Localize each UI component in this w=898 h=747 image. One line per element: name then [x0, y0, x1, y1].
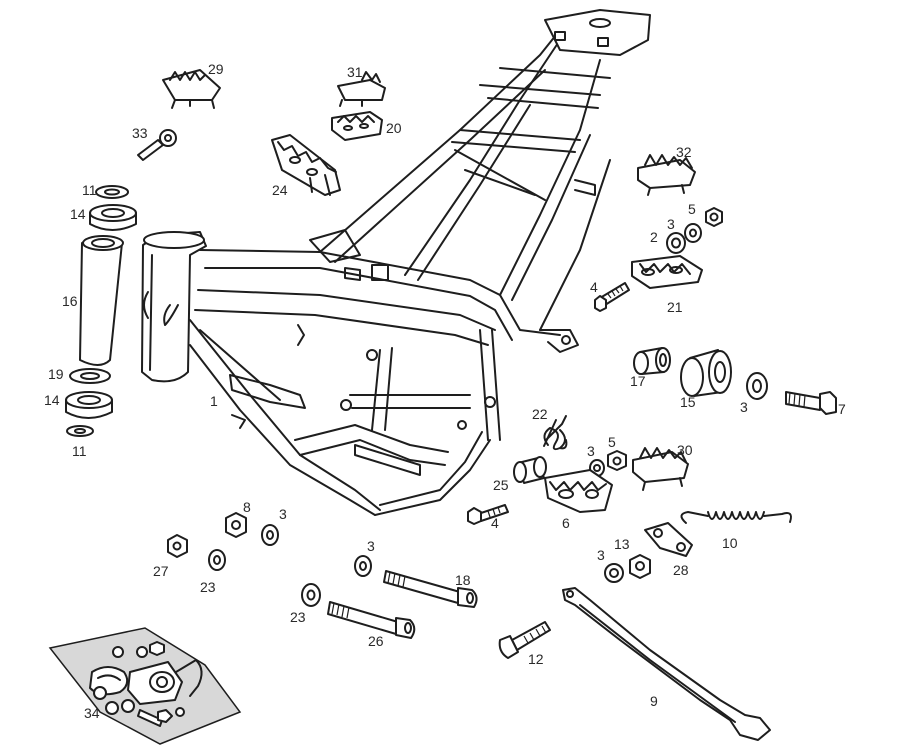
callout-26: 26	[368, 633, 384, 649]
part-22-spring	[543, 415, 568, 451]
part-4-bolt-upper	[594, 282, 630, 312]
callout-20: 20	[386, 120, 402, 136]
callout-3-center: 3	[367, 538, 375, 554]
part-10-spring	[680, 511, 792, 524]
part-33-key	[137, 129, 177, 161]
part-7-pivot-bolt	[785, 391, 837, 415]
part-4-bolt-lower	[467, 504, 509, 525]
part-19-washer	[69, 368, 111, 384]
callout-6: 6	[562, 515, 570, 531]
part-32-footpeg-pad	[637, 154, 696, 196]
part-14-top-bearing	[89, 204, 137, 231]
part-23-washer-a	[208, 549, 226, 571]
part-3-washer-pivot	[746, 372, 768, 400]
callout-30: 30	[677, 442, 693, 458]
callout-2: 2	[650, 229, 658, 245]
callout-12: 12	[528, 651, 544, 667]
part-34-hardware-kit	[48, 627, 242, 745]
part-21-footpeg-right	[631, 255, 703, 289]
callout-21: 21	[667, 299, 683, 315]
main-frame	[141, 9, 651, 516]
callout-13: 13	[614, 536, 630, 552]
callout-3-lower-right: 3	[597, 547, 605, 563]
callout-23-b: 23	[290, 609, 306, 625]
callout-32: 32	[676, 144, 692, 160]
callout-9: 9	[650, 693, 658, 709]
callout-4-lower: 4	[491, 515, 499, 531]
callout-1: 1	[210, 393, 218, 409]
callout-10: 10	[722, 535, 738, 551]
part-6-footpeg-left	[544, 469, 613, 513]
part-11-bottom-washer	[66, 425, 94, 437]
callout-4-upper: 4	[590, 279, 598, 295]
part-2-washer-right	[666, 232, 686, 254]
callout-18: 18	[455, 572, 471, 588]
callout-8: 8	[243, 499, 251, 515]
part-20-footpeg	[331, 111, 383, 141]
part-27-nut	[167, 534, 188, 558]
part-16-sleeve	[79, 235, 124, 366]
part-8-nut	[225, 512, 247, 538]
callout-27: 27	[153, 563, 169, 579]
part-13-nut	[629, 554, 651, 579]
callout-15: 15	[680, 394, 696, 410]
part-28-bracket	[644, 522, 693, 557]
part-30-footpeg-pad	[632, 447, 689, 491]
callout-17: 17	[630, 373, 646, 389]
callout-19: 19	[48, 366, 64, 382]
callout-31: 31	[347, 64, 363, 80]
part-3-washer-center	[354, 555, 372, 577]
part-9-kickstand	[562, 587, 771, 741]
callout-5-mid: 5	[608, 434, 616, 450]
part-25-spacer	[513, 456, 547, 484]
part-23-washer-b	[301, 583, 321, 607]
callout-22: 22	[532, 406, 548, 422]
callout-34: 34	[84, 705, 100, 721]
part-24-footpeg	[271, 134, 341, 196]
callout-25: 25	[493, 477, 509, 493]
part-26-bolt	[327, 601, 416, 639]
callout-33: 33	[132, 125, 148, 141]
callout-11-top: 11	[82, 182, 97, 198]
part-3-washer-lower-right	[604, 563, 624, 583]
part-31-footpeg-pad	[337, 71, 386, 107]
callout-labels: 29 31 20 33 24 11 14 16 19 14 11 1 32 5 …	[44, 61, 846, 721]
part-12-bolt	[498, 621, 551, 659]
callout-14-top: 14	[70, 206, 86, 222]
callout-16: 16	[62, 293, 78, 309]
callout-11-bottom: 11	[72, 443, 87, 459]
part-29-footpeg-pad	[162, 69, 221, 109]
callout-29: 29	[208, 61, 224, 77]
part-18-bolt	[383, 570, 478, 608]
callout-7: 7	[838, 401, 846, 417]
callout-23-a: 23	[200, 579, 216, 595]
callout-3-mid: 3	[587, 443, 595, 459]
callout-24: 24	[272, 182, 288, 198]
callout-3-upper: 3	[667, 216, 675, 232]
callout-28: 28	[673, 562, 689, 578]
part-14-bottom-bearing	[65, 391, 113, 419]
part-17-bushing	[633, 347, 671, 375]
part-11-top-washer	[95, 185, 129, 199]
part-3-washer-right	[684, 223, 702, 243]
callout-3-pivot: 3	[740, 399, 748, 415]
part-5-nut-mid	[607, 450, 627, 471]
callout-5-upper: 5	[688, 201, 696, 217]
part-3-washer-bottom-left	[261, 524, 279, 546]
callout-3-bottom-left: 3	[279, 506, 287, 522]
part-15-bushing	[680, 349, 732, 397]
part-5-nut-right	[705, 207, 723, 227]
callout-14-bottom: 14	[44, 392, 60, 408]
